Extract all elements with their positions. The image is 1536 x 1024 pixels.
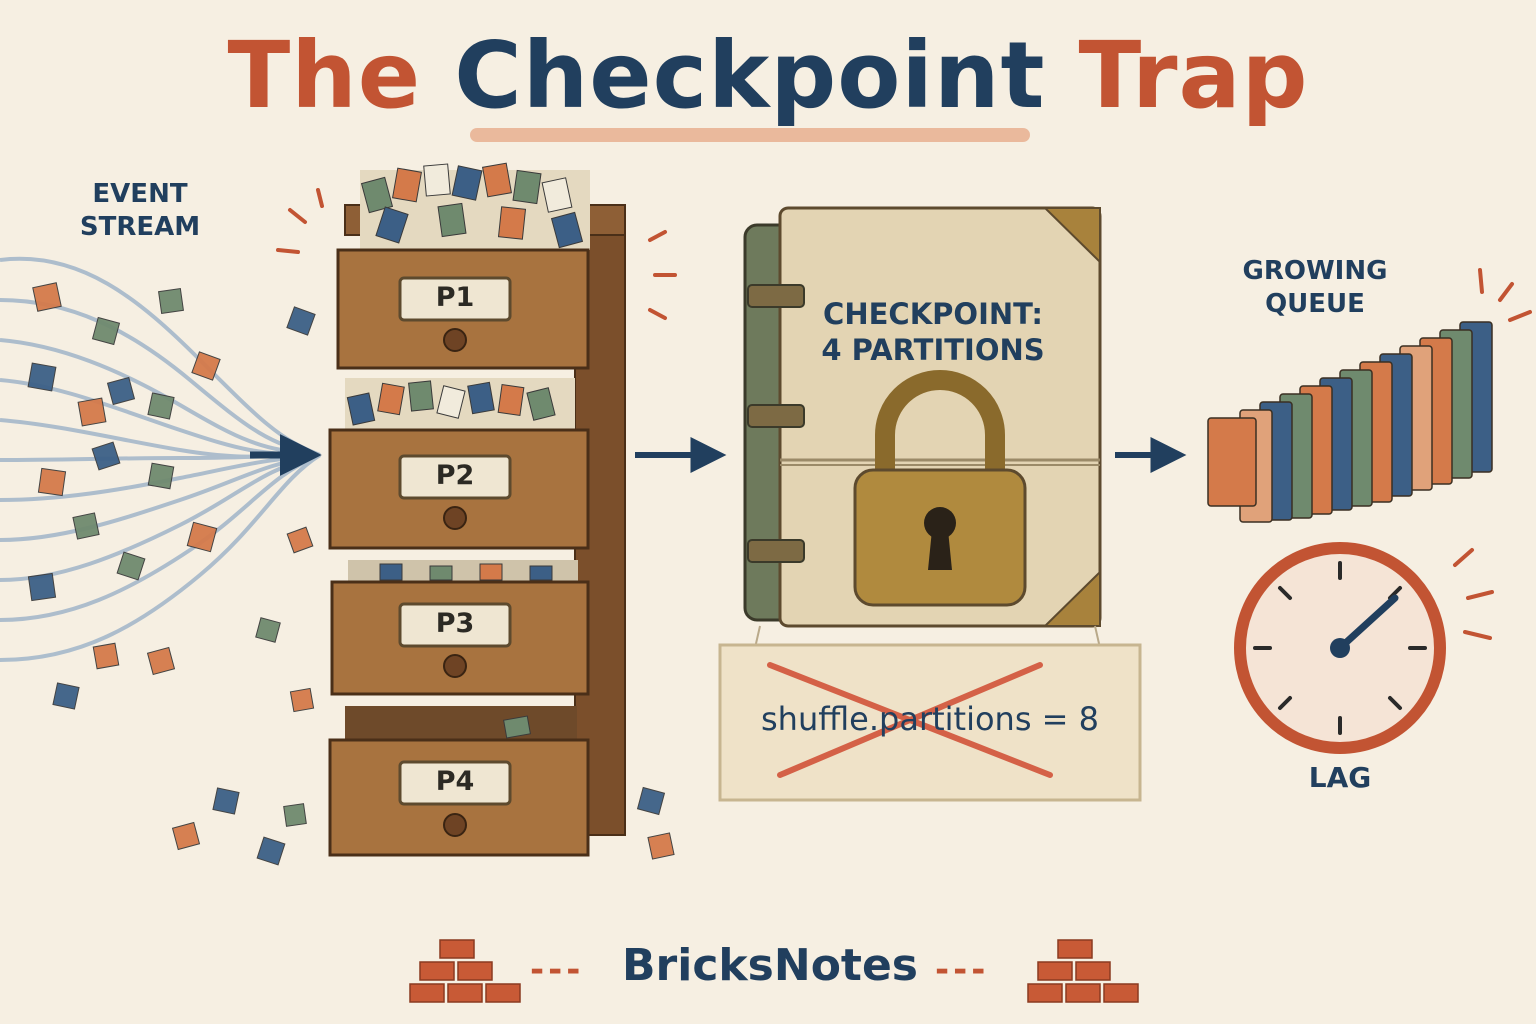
footer-dash-right: --- [935,950,990,990]
emphasis-strokes [276,188,677,320]
event-stream-label-line2: STREAM [79,211,201,242]
cross-out-mark [767,662,1053,778]
event-stream-label: EVENT STREAM [60,178,220,243]
growing-queue-label-line1: GROWING [1242,256,1388,286]
page-title: The Checkpoint Trap [0,22,1536,129]
padlock-shackle [875,370,1005,470]
partition-label-p3: P3 [435,608,475,639]
drawer-p3-knob [443,654,467,678]
title-word-the: The [227,22,422,129]
crossed-config-text: shuffle.partitions = 8 [760,700,1100,738]
growing-queue-label-line2: QUEUE [1265,288,1365,319]
growing-queue [1207,321,1493,523]
footer-brand: BricksNotes [622,940,918,991]
checkpoint-caption: CHECKPOINT: 4 PARTITIONS [808,296,1058,369]
title-underline [470,128,1030,142]
drawer-p2-plate [398,454,512,500]
lag-label: LAG [1308,761,1372,794]
checkpoint-caption-line2: 4 PARTITIONS [821,333,1045,368]
drawer-p1-plate [398,276,512,322]
queue-emphasis-strokes [1478,268,1532,322]
partition-label-p4: P4 [435,766,475,797]
footer-dash-left: --- [530,950,585,990]
drawer-p2-knob [443,506,467,530]
growing-queue-label: GROWING QUEUE [1220,255,1410,320]
event-stream-label-line1: EVENT [92,179,188,209]
partition-cabinet [328,162,626,857]
checkpoint-caption-line1: CHECKPOINT: [823,297,1043,331]
title-word-checkpoint: Checkpoint [454,22,1046,129]
partition-label-p2: P2 [435,460,475,491]
drawer-p3-plate [398,602,512,648]
lag-gauge [1234,542,1446,754]
event-stream-waves [0,256,322,662]
event-cards [27,282,675,866]
brick-icon-left [409,939,521,1003]
title-word-trap: Trap [1078,22,1309,129]
gauge-needle [1336,594,1399,652]
drawer-p4-plate [398,760,512,806]
brick-icon-right [1027,939,1139,1003]
checkpoint-book [743,206,1102,628]
gauge-emphasis-strokes [1453,548,1494,640]
drawer-p4-knob [443,813,467,837]
drawer-p1-knob [443,328,467,352]
partition-label-p1: P1 [435,282,475,313]
